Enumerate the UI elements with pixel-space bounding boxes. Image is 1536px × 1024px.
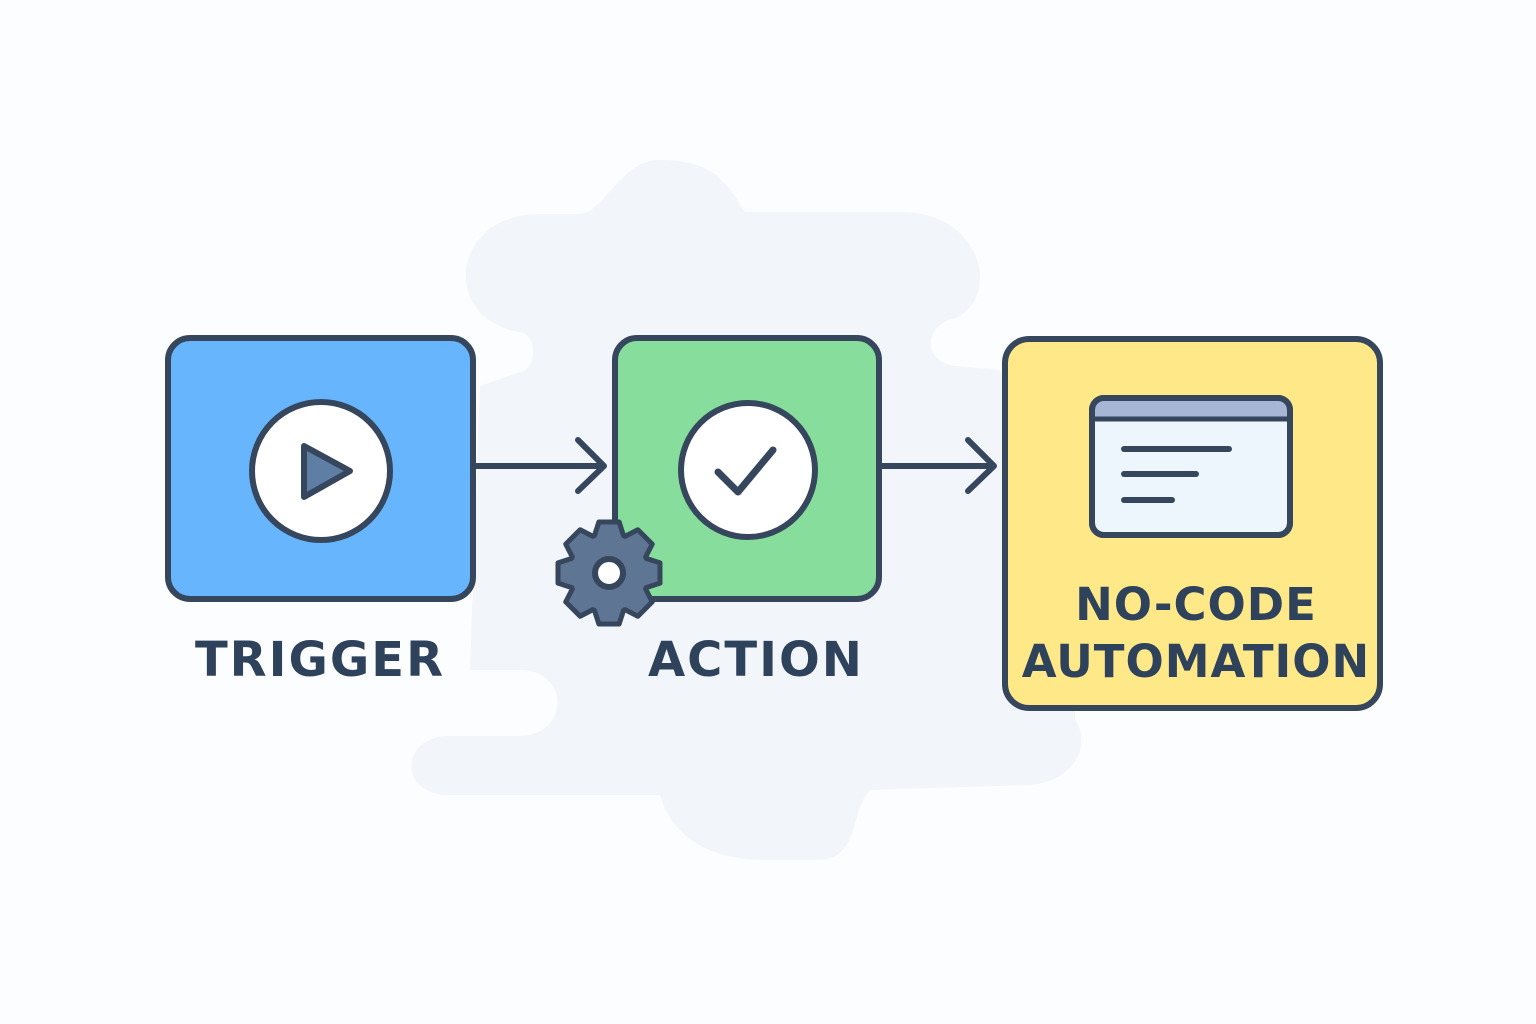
result-label-line-2: AUTOMATION: [1021, 635, 1371, 688]
check-icon: [678, 400, 818, 540]
browser-window-icon: [1089, 395, 1293, 538]
gear-hub: [592, 556, 626, 590]
gear-icon: [555, 519, 663, 627]
trigger-label: TRIGGER: [194, 632, 446, 688]
arrow-trigger-to-action: [471, 437, 607, 494]
result-label-line-1: NO-CODE: [1075, 578, 1317, 631]
play-icon: [249, 399, 393, 543]
node-trigger: [165, 335, 476, 602]
action-label: ACTION: [648, 632, 864, 688]
node-action: [612, 335, 882, 602]
arrow-action-to-result: [877, 437, 997, 494]
node-result: [1002, 336, 1383, 711]
result-label: NO-CODE AUTOMATION: [1010, 576, 1382, 690]
